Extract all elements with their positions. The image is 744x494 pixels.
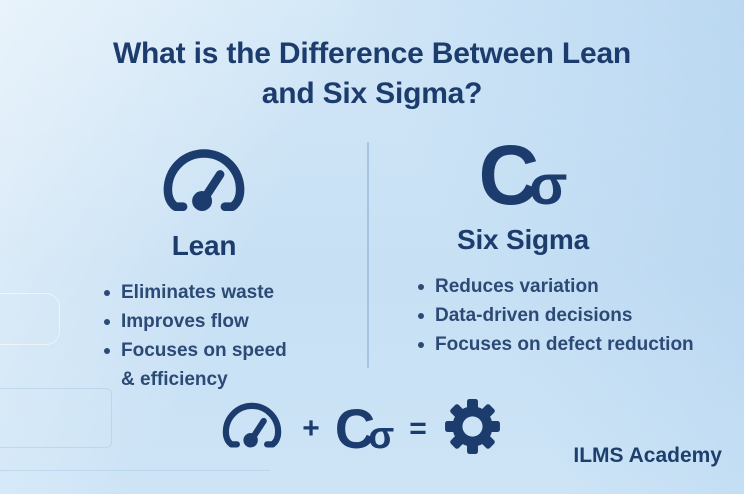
brand-label: ILMS Academy — [573, 444, 722, 467]
list-item: Focuses on defect reduction — [416, 330, 736, 359]
plus-sign: + — [302, 412, 320, 445]
six-sigma-heading: Six Sigma — [456, 224, 590, 255]
lean-column: Lean Eliminates waste Improves flow Focu… — [58, 142, 350, 394]
gauge-icon — [217, 399, 287, 459]
background-shape — [0, 293, 60, 345]
gear-icon — [442, 396, 503, 462]
background-line — [0, 470, 270, 471]
c-glyph: C — [478, 128, 540, 223]
gauge-icon — [58, 142, 350, 220]
c-glyph: C — [334, 396, 376, 460]
c-sigma-icon: C σ — [334, 396, 395, 460]
formula-row: + C σ = — [0, 396, 732, 462]
list-item: Eliminates waste — [102, 278, 298, 307]
page-title: What is the Difference Between Lean and … — [112, 37, 632, 110]
lean-bullet-list: Eliminates waste Improves flow Focuses o… — [102, 278, 298, 394]
c-sigma-icon: C σ — [398, 128, 648, 223]
lean-heading: Lean — [171, 230, 237, 261]
list-item: Improves flow — [102, 307, 298, 336]
sigma-glyph: σ — [529, 153, 568, 217]
equals-sign: = — [409, 412, 427, 445]
six-sigma-column: C σ Six Sigma Reduces variation Data-dri… — [398, 128, 694, 359]
six-sigma-bullet-list: Reduces variation Data-driven decisions … — [416, 272, 736, 359]
list-item: Focuses on speed & efficiency — [102, 336, 298, 394]
list-item: Reduces variation — [416, 272, 736, 301]
c-sigma-lettermark: C σ — [478, 128, 568, 223]
list-item: Data-driven decisions — [416, 301, 736, 330]
sigma-glyph: σ — [368, 414, 395, 457]
column-divider — [367, 142, 369, 368]
